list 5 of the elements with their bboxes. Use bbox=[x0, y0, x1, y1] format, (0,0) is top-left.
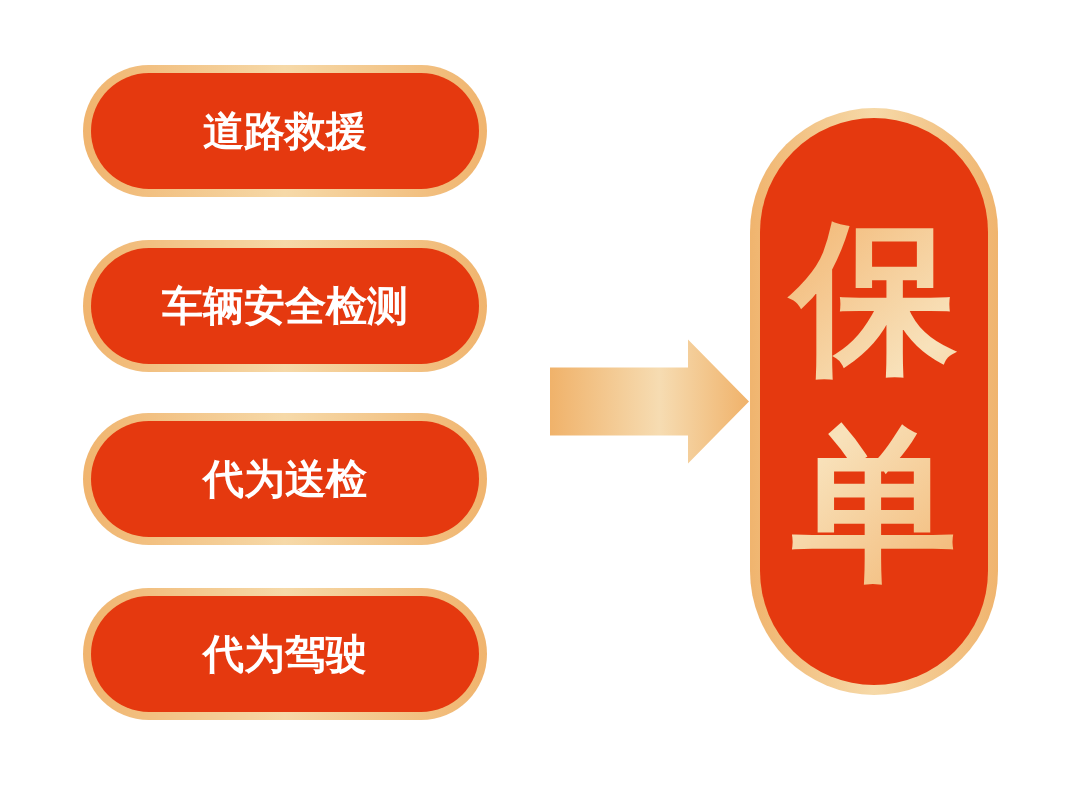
pill-label: 车辆安全检测 bbox=[162, 280, 408, 332]
pill-label: 道路救援 bbox=[203, 105, 367, 157]
pill-label: 代为驾驶 bbox=[203, 628, 367, 680]
block-arrow bbox=[550, 339, 749, 464]
pill-label: 代为送检 bbox=[203, 453, 367, 505]
